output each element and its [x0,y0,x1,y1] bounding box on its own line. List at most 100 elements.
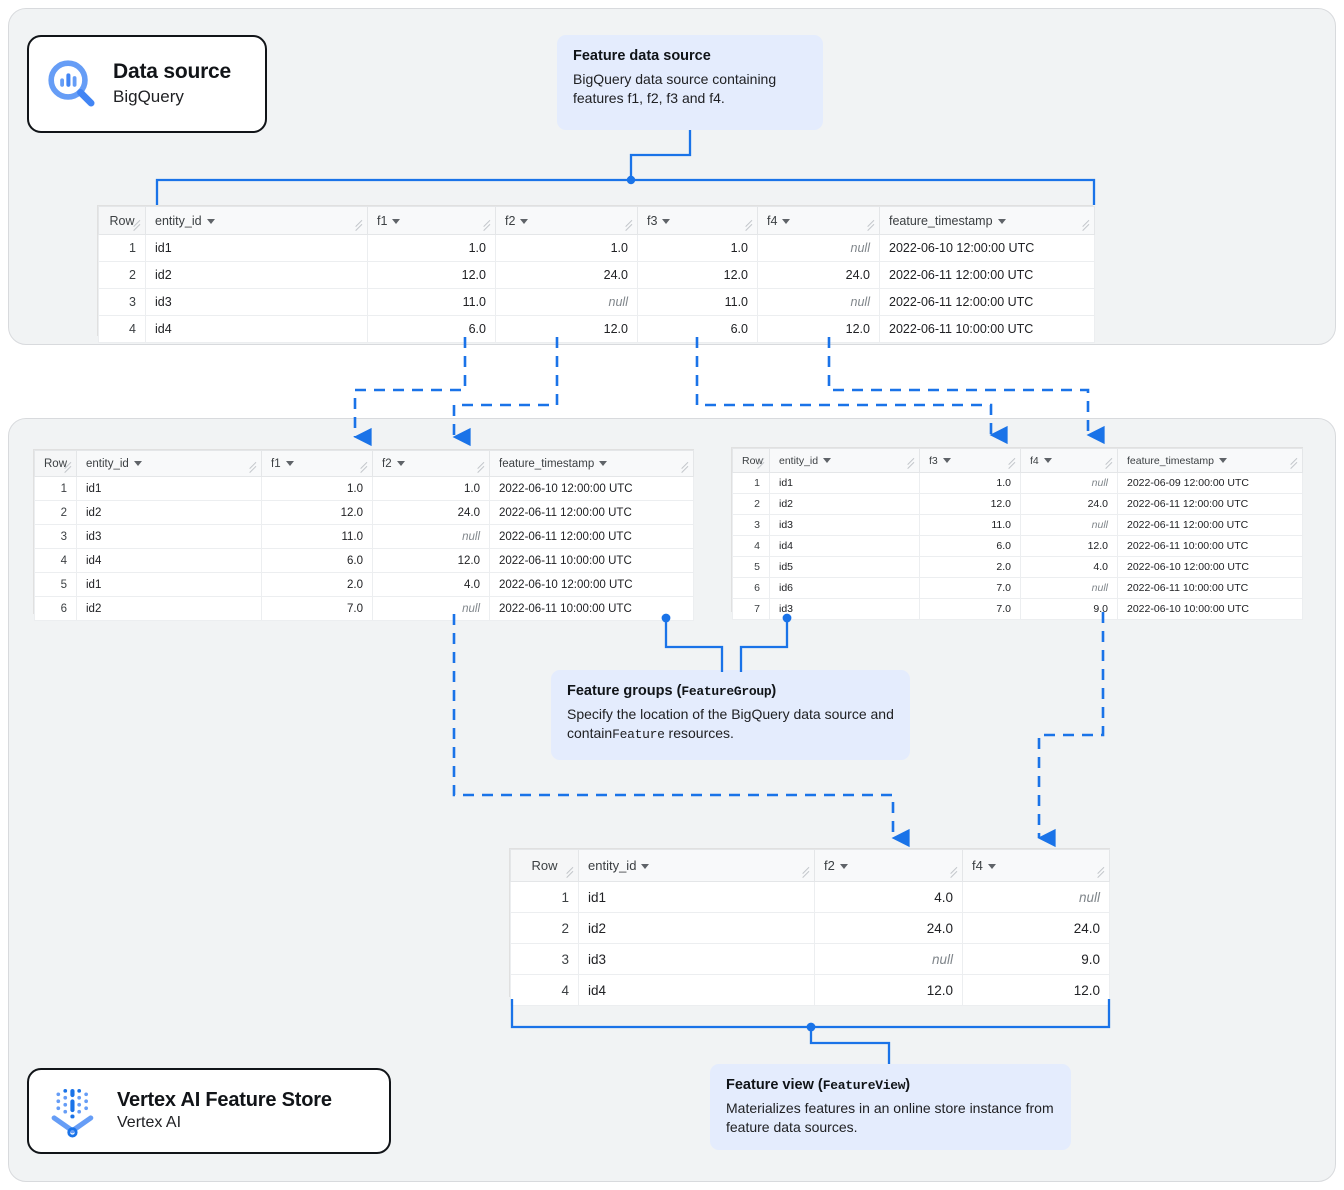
column-resize-handle[interactable] [1083,224,1092,233]
column-header-entity_id[interactable]: entity_id [76,450,262,477]
column-resize-handle[interactable] [951,871,960,880]
column-header-f4[interactable]: f4 [1020,448,1118,473]
column-resize-handle[interactable] [484,224,493,233]
column-header-entity_id[interactable]: entity_id [578,849,815,882]
chevron-down-icon[interactable] [599,460,608,466]
table-cell: 4 [34,548,77,573]
table-cell: id1 [76,572,262,597]
column-header-f2[interactable]: f2 [814,849,963,882]
column-resize-handle[interactable] [803,871,812,880]
column-resize-handle[interactable] [758,462,767,471]
column-header-f2[interactable]: f2 [372,450,490,477]
chevron-down-icon[interactable] [285,460,294,466]
table-cell: 2.0 [261,572,373,597]
column-header-f3[interactable]: f3 [919,448,1021,473]
column-header-f2[interactable]: f2 [495,206,638,235]
table-cell: 12.0 [919,493,1021,515]
column-resize-handle[interactable] [361,466,370,475]
column-resize-handle[interactable] [250,466,259,475]
column-header-label: f2 [824,858,835,873]
chevron-down-icon[interactable] [1043,458,1052,464]
column-resize-handle[interactable] [134,224,143,233]
column-resize-handle[interactable] [626,224,635,233]
column-header-f4[interactable]: f4 [757,206,880,235]
column-header-entity_id[interactable]: entity_id [145,206,368,235]
table-cell: id3 [769,598,920,620]
chevron-down-icon[interactable] [206,218,215,224]
chevron-down-icon[interactable] [782,218,791,224]
chevron-down-icon[interactable] [662,218,671,224]
chip-feature-store: Vertex AI Feature Store Vertex AI [27,1068,391,1154]
table-cell: 4.0 [372,572,490,597]
column-header-feature_timestamp[interactable]: feature_timestamp [489,450,694,477]
column-resize-handle[interactable] [356,224,365,233]
column-resize-handle[interactable] [868,224,877,233]
column-resize-handle[interactable] [746,224,755,233]
column-header-feature_timestamp[interactable]: feature_timestamp [1117,448,1303,473]
column-resize-handle[interactable] [1009,462,1018,471]
callout-title: Feature groups (FeatureGroup) [567,682,894,701]
column-resize-handle[interactable] [567,871,576,880]
chevron-down-icon[interactable] [133,460,142,466]
chevron-down-icon[interactable] [839,864,848,870]
chevron-down-icon[interactable] [520,218,529,224]
column-header-feature_timestamp[interactable]: feature_timestamp [879,206,1095,235]
column-resize-handle[interactable] [1291,462,1300,471]
chevron-down-icon[interactable] [823,458,832,464]
column-header-Row[interactable]: Row [98,206,146,235]
table-cell: 5 [34,572,77,597]
column-header-Row[interactable]: Row [732,448,770,473]
chevron-down-icon[interactable] [396,460,405,466]
column-resize-handle[interactable] [1106,462,1115,471]
column-resize-handle[interactable] [478,466,487,475]
chevron-down-icon[interactable] [392,218,401,224]
callout-title-text: Feature view ( [726,1077,823,1093]
column-header-Row[interactable]: Row [34,450,77,477]
table-cell: 12.0 [261,500,373,525]
column-header-label: f4 [1030,454,1039,467]
column-header-f4[interactable]: f4 [962,849,1110,882]
column-header-entity_id[interactable]: entity_id [769,448,920,473]
chevron-down-icon[interactable] [987,864,996,870]
table-cell: null [372,596,490,621]
chevron-down-icon[interactable] [641,864,650,870]
column-resize-handle[interactable] [1098,871,1107,880]
column-resize-handle[interactable] [908,462,917,471]
chevron-down-icon[interactable] [1218,458,1227,464]
column-resize-handle[interactable] [682,466,691,475]
column-header-Row[interactable]: Row [510,849,579,882]
table-cell: 11.0 [367,288,496,316]
column-header-f1[interactable]: f1 [367,206,496,235]
column-resize-handle[interactable] [65,466,74,475]
table-cell: 4 [98,315,146,343]
column-header-f1[interactable]: f1 [261,450,373,477]
chevron-down-icon[interactable] [942,458,951,464]
column-header-f3[interactable]: f3 [637,206,758,235]
chevron-down-icon[interactable] [997,218,1006,224]
